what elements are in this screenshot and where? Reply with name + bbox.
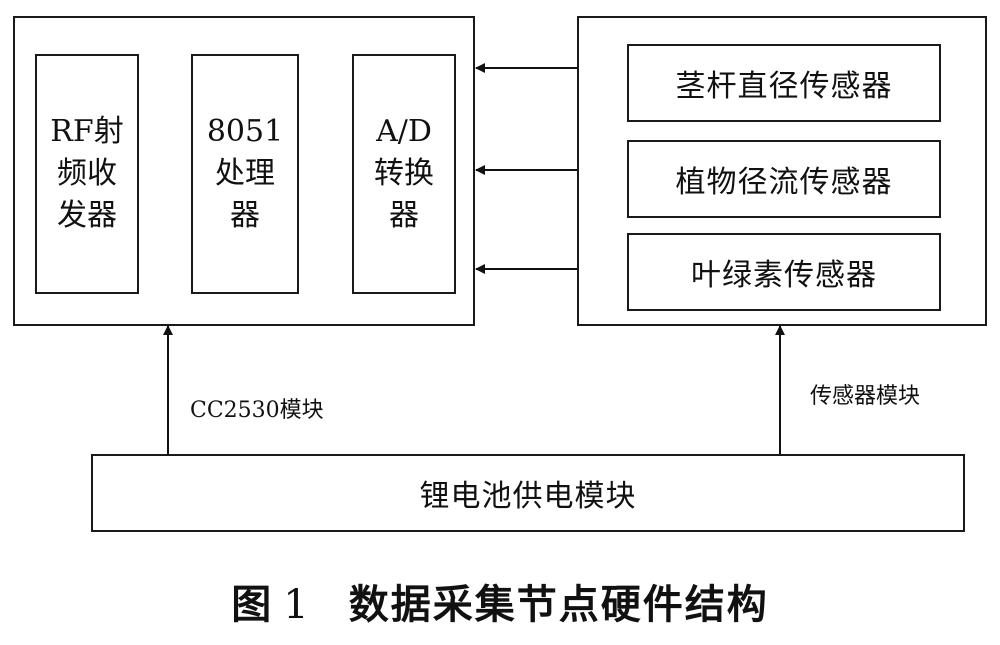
caption-number: 1 xyxy=(283,582,311,628)
cc2530-module-label: CC2530模块 xyxy=(190,398,324,423)
cc2530-module-box: RF射 频收 发器 8051 处理 器 A/D 转换 器 xyxy=(13,16,475,326)
chlorophyll-sensor: 叶绿素传感器 xyxy=(627,233,941,311)
sensor-module-box: 茎杆直径传感器 植物径流传感器 叶绿素传感器 xyxy=(577,16,987,326)
power-module-box: 锂电池供电模块 xyxy=(91,454,965,532)
caption-title: 数据采集节点硬件结构 xyxy=(348,582,769,628)
sensor-module-label: 传感器模块 xyxy=(810,384,921,409)
rf-transceiver-block: RF射 频收 发器 xyxy=(35,54,139,294)
stem-diameter-sensor-label: 茎杆直径传感器 xyxy=(675,69,893,104)
power-module-label: 锂电池供电模块 xyxy=(419,479,637,514)
rf-transceiver-label: RF射 频收 发器 xyxy=(50,114,124,233)
sap-flow-sensor-label: 植物径流传感器 xyxy=(675,165,893,200)
caption-prefix: 图 xyxy=(231,582,274,628)
chlorophyll-sensor-label: 叶绿素传感器 xyxy=(691,258,877,293)
stem-diameter-sensor: 茎杆直径传感器 xyxy=(627,44,941,122)
processor-8051-block: 8051 处理 器 xyxy=(191,54,299,294)
adc-label: A/D 转换 器 xyxy=(374,114,434,233)
adc-block: A/D 转换 器 xyxy=(352,54,456,294)
sap-flow-sensor: 植物径流传感器 xyxy=(627,140,941,218)
processor-8051-label: 8051 处理 器 xyxy=(206,114,284,233)
